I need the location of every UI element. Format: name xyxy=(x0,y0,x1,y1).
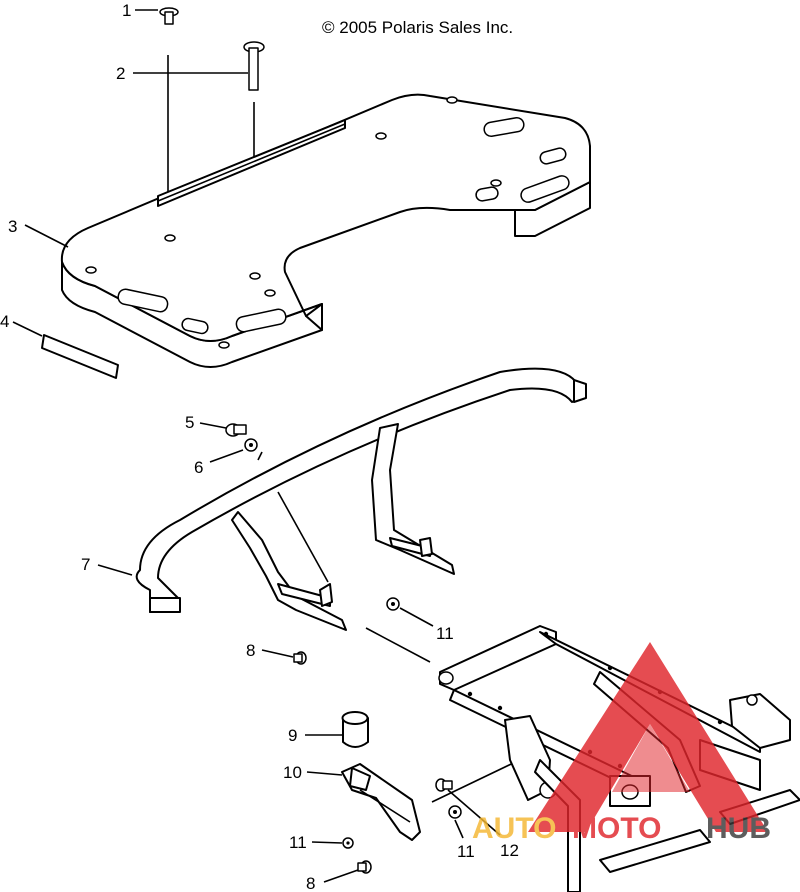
align-line-3 xyxy=(277,491,329,583)
part-9-spacer xyxy=(341,711,369,748)
watermark-logo: AUTO MOTO HUB xyxy=(472,642,771,845)
part-11-nut-upper xyxy=(386,597,400,611)
part-12-bolt xyxy=(435,778,453,792)
leader-11c xyxy=(454,819,464,839)
part-7-rail xyxy=(135,367,587,631)
leader-6 xyxy=(209,449,244,463)
callout-12: 12 xyxy=(500,841,519,860)
align-line-4 xyxy=(365,627,431,663)
callout-5: 5 xyxy=(185,413,194,432)
part-4-strip xyxy=(41,334,119,379)
part-10-bracket xyxy=(341,763,421,841)
leader-4 xyxy=(12,321,43,337)
watermark-text-moto: MOTO xyxy=(572,812,661,845)
leader-11a xyxy=(399,607,434,627)
part-6-nut xyxy=(244,438,258,452)
leader-5 xyxy=(199,422,227,429)
watermark-text-auto: AUTO xyxy=(472,812,556,845)
part-11-nut-lower-left xyxy=(342,837,354,849)
callout-11-upper: 11 xyxy=(436,624,454,643)
part-2-pin xyxy=(243,41,265,91)
part-5-bolt xyxy=(225,423,247,437)
part-11-nut-lower-right xyxy=(448,805,462,819)
leader-8a xyxy=(261,649,294,658)
callout-8-upper: 8 xyxy=(246,641,255,660)
callout-7: 7 xyxy=(81,555,90,574)
copyright-text: © 2005 Polaris Sales Inc. xyxy=(322,18,513,37)
callout-3: 3 xyxy=(8,217,17,236)
part-8-bolt-lower xyxy=(357,860,372,874)
callout-4: 4 xyxy=(0,312,9,331)
callout-10: 10 xyxy=(283,763,302,782)
callout-labels: 1 2 3 4 5 6 7 8 9 10 11 11 11 12 8 xyxy=(0,1,519,892)
callout-11-lower-left: 11 xyxy=(289,833,307,852)
callout-9: 9 xyxy=(288,726,297,745)
watermark-triangle-icon xyxy=(528,642,768,832)
callout-11-lower-right: 11 xyxy=(457,842,475,861)
part-3-rack-plate xyxy=(60,93,591,368)
leader-11b xyxy=(311,841,343,844)
watermark-text-hub: HUB xyxy=(706,812,771,845)
callout-8-lower: 8 xyxy=(306,874,315,892)
leader-10 xyxy=(306,771,343,776)
leader-12 xyxy=(447,789,501,836)
callout-2: 2 xyxy=(116,64,125,83)
leader-7 xyxy=(97,564,133,576)
callout-1: 1 xyxy=(122,1,131,20)
callout-6: 6 xyxy=(194,458,203,477)
leader-3 xyxy=(24,224,69,248)
leader-8b xyxy=(323,869,359,883)
part-8-bolt-upper xyxy=(293,651,307,665)
part-1-bolt xyxy=(159,7,179,25)
